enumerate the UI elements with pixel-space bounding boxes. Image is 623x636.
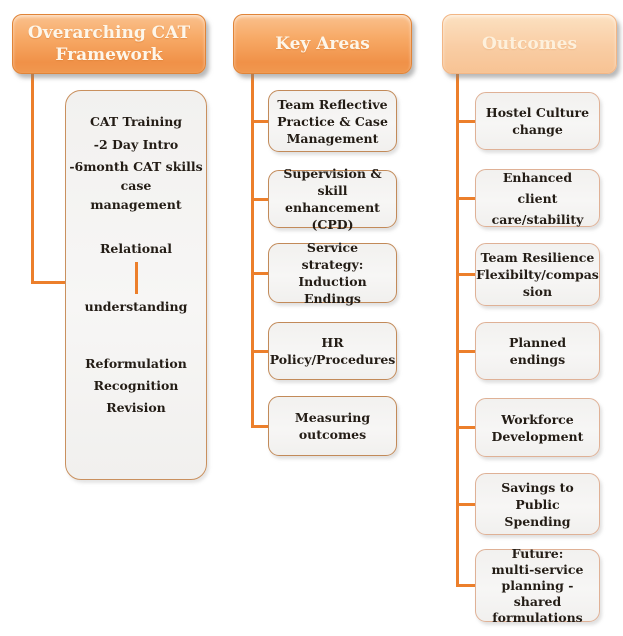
framework-detail-box: CAT Training -2 Day Intro -6month CAT sk… <box>65 90 207 480</box>
outcome-node-team-resilience: Team Resilience Flexibilty/compas sion <box>475 243 600 306</box>
column3-stub-connector <box>456 426 476 429</box>
column2-stub-connector <box>251 120 269 123</box>
framework-line-skills-case: -6month CAT skills case management <box>69 159 203 212</box>
outcome-node-enhanced-client-care: Enhanced client care/stability <box>475 169 600 227</box>
column1-trunk-connector <box>31 71 34 284</box>
outcome-node-future-planning: Future: multi-service planning -shared f… <box>475 546 600 625</box>
column3-stub-connector <box>456 350 476 353</box>
column3-stub-connector <box>456 120 476 123</box>
column2-trunk-connector <box>251 71 254 428</box>
column2-stub-connector <box>251 425 269 428</box>
key-area-node-team-reflective-practice: Team Reflective Practice & Case Manageme… <box>268 90 397 152</box>
column1-branch-connector <box>31 281 66 284</box>
column3-stub-connector <box>456 584 476 587</box>
outcome-node-hostel-culture: Hostel Culture change <box>475 92 600 150</box>
header-key-areas: Key Areas <box>233 14 412 74</box>
column3-trunk-connector <box>456 71 459 587</box>
column3-stub-connector <box>456 503 476 506</box>
framework-line-understanding: understanding <box>84 299 188 314</box>
framework-connector-tick <box>134 262 138 294</box>
column2-stub-connector <box>251 272 269 275</box>
column3-stub-connector <box>456 273 476 276</box>
column2-stub-connector <box>251 350 269 353</box>
framework-line-2day-intro: -2 Day Intro <box>93 137 179 152</box>
column3-stub-connector <box>456 197 476 200</box>
framework-line-cat-training: CAT Training <box>89 114 183 129</box>
key-area-node-service-strategy: Service strategy: Induction Endings <box>268 240 397 306</box>
outcome-node-planned-endings: Planned endings <box>475 322 600 380</box>
column2-stub-connector <box>251 198 269 201</box>
outcome-node-workforce-development: Workforce Development <box>475 398 600 457</box>
key-area-node-supervision-cpd: Supervision & skill enhancement (CPD) <box>268 166 397 232</box>
framework-line-three-rs: Reformulation Recognition Revision <box>85 356 187 415</box>
framework-line-relational: Relational <box>100 241 172 256</box>
outcome-node-public-spending: Savings to Public Spending <box>475 473 600 535</box>
key-area-node-hr-policy: HR Policy/Procedures <box>268 322 397 380</box>
key-area-node-measuring-outcomes: Measuring outcomes <box>268 396 397 456</box>
header-outcomes: Outcomes <box>442 14 617 74</box>
header-overarching-cat-framework: Overarching CAT Framework <box>12 14 206 74</box>
